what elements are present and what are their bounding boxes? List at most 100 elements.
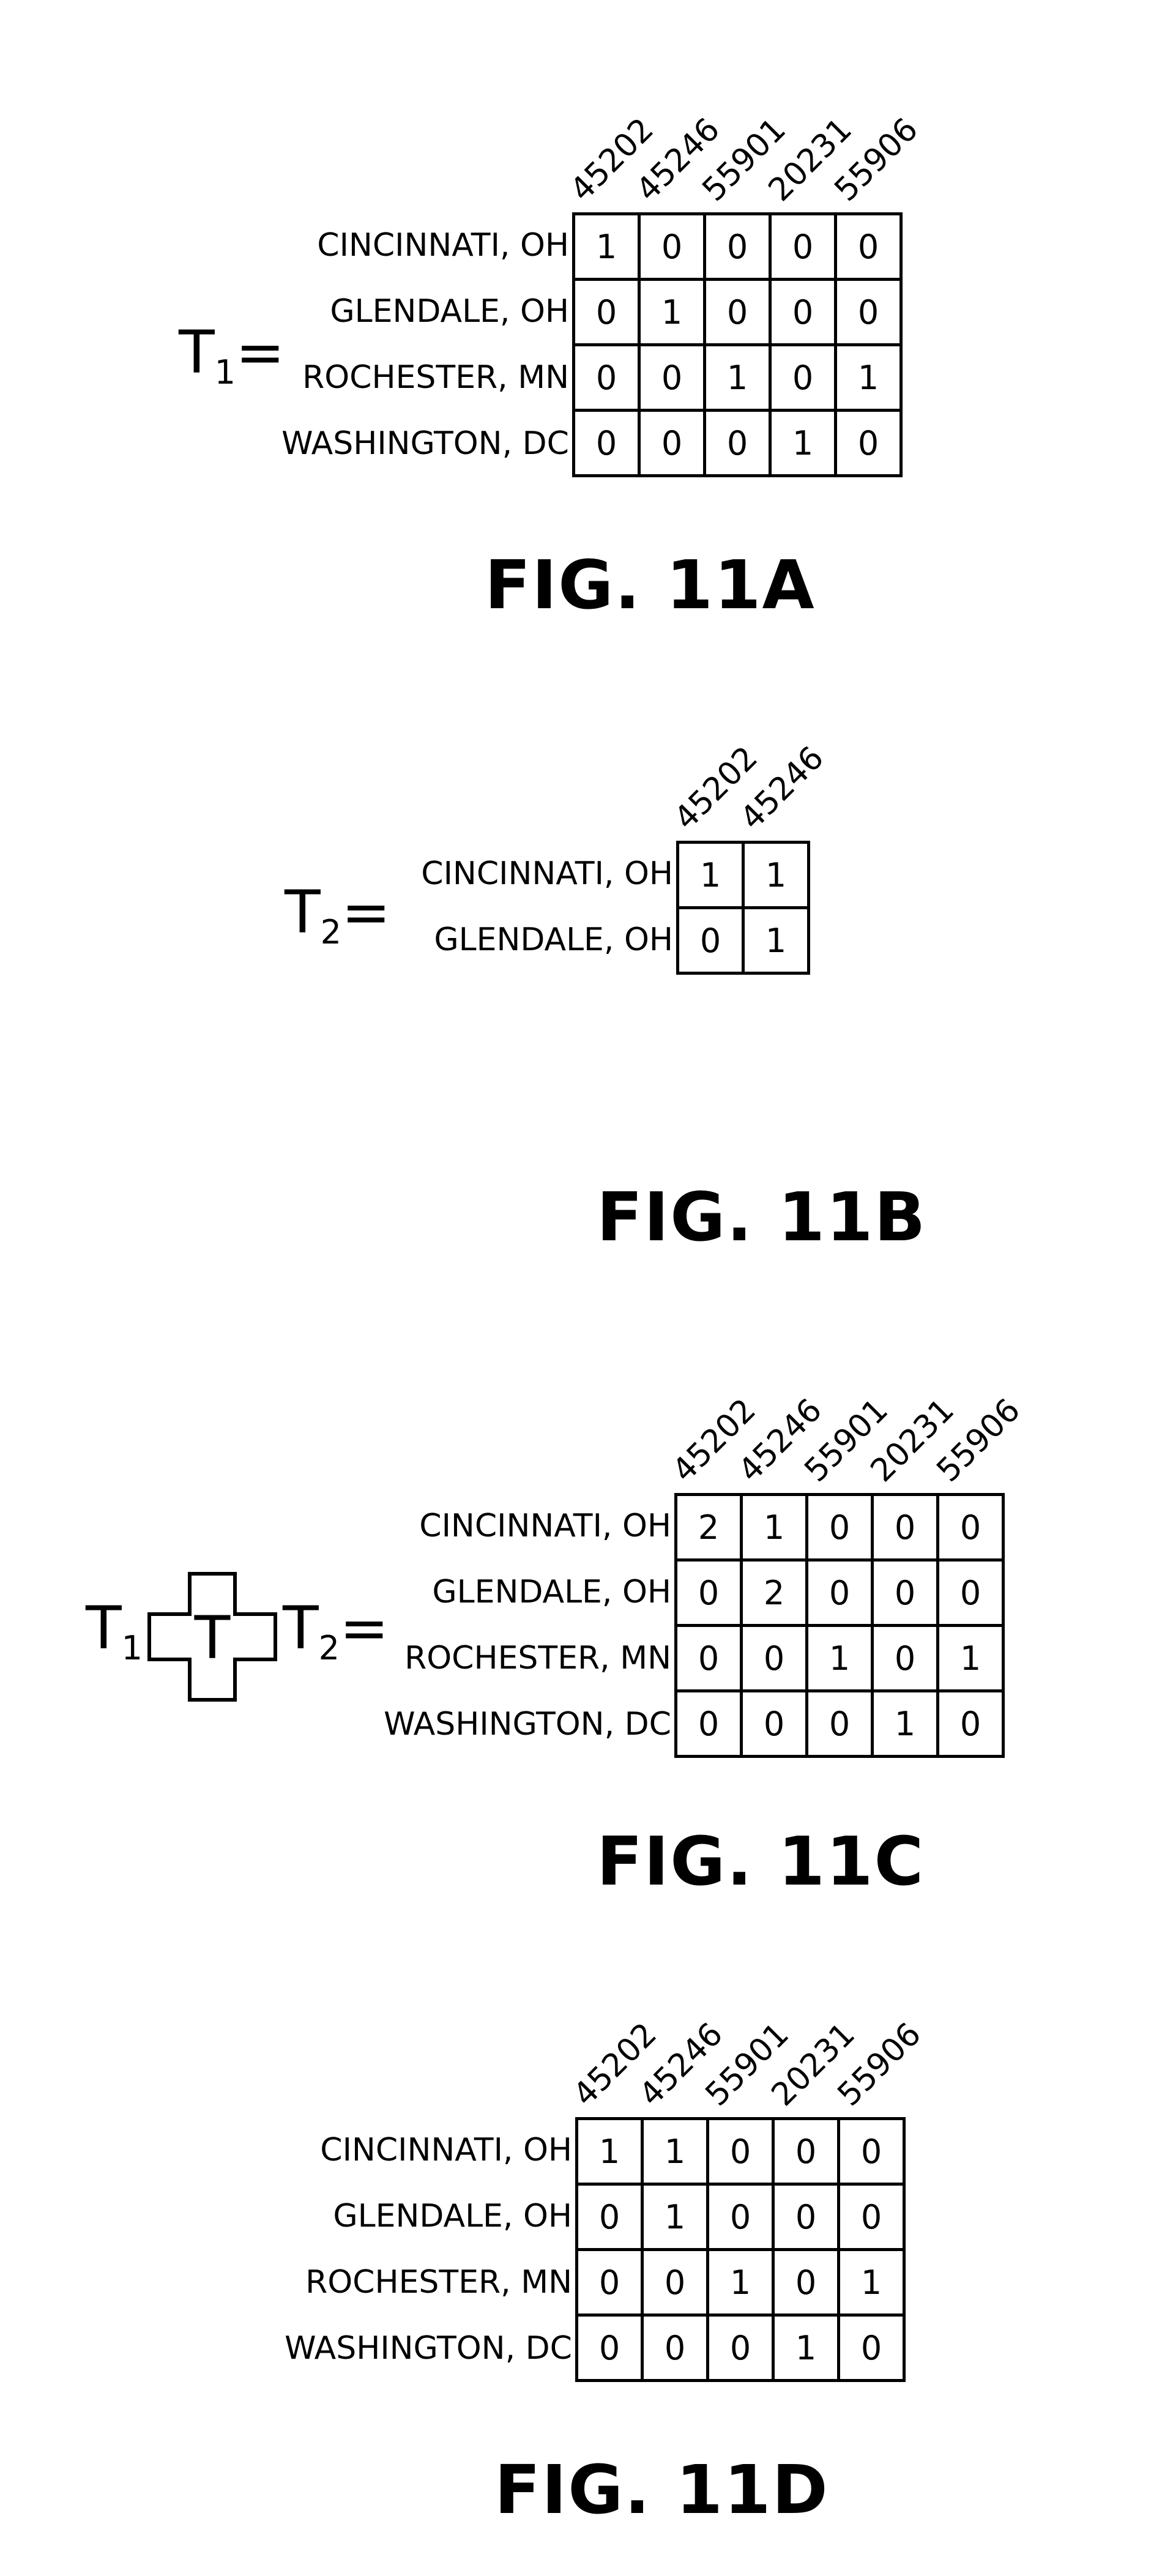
matrix-cell: 0 [703,409,772,477]
row-label: CINCINNATI, OH [421,855,673,892]
matrix-cell: 1 [572,212,641,281]
row-label: ROCHESTER, MN [305,2264,572,2301]
matrix-cell: 1 [575,2117,644,2186]
t1-operand: T1 [86,1594,143,1667]
matrix-cell: 0 [706,2314,775,2382]
matrix-cell: 1 [769,409,837,477]
operator-symbol: T [194,1604,231,1672]
row-label: WASHINGTON, DC [281,425,569,462]
row-label: ROCHESTER, MN [302,359,569,396]
matrix-cell: 0 [871,1493,939,1562]
matrix-cell: 0 [837,2314,906,2382]
matrix-cell: 0 [575,2183,644,2251]
caption-fig-11d: FIG. 11D [494,2451,829,2529]
matrix-cell: 0 [706,2117,775,2186]
matrix-cell: 0 [834,278,903,346]
row-label: CINCINNATI, OH [317,227,569,264]
row-label: CINCINNATI, OH [419,1508,671,1544]
matrix-cell: 0 [936,1558,1005,1627]
matrix-cell: 0 [674,1558,743,1627]
matrix-cell: 0 [572,409,641,477]
matrix-cell: 0 [936,1493,1005,1562]
matrix-cell: 1 [641,2183,709,2251]
matrix-cell: 0 [834,409,903,477]
matrix-cell: 0 [676,906,745,975]
matrix-cell: 0 [740,1689,808,1758]
matrix-cell: 0 [638,212,706,281]
cross-operator-icon: T [147,1572,277,1702]
t2-operand: T2= [283,1594,389,1667]
matrix-cell: 0 [805,1493,874,1562]
matrix-cell: 2 [674,1493,743,1562]
matrix-cell: 1 [837,2248,906,2317]
matrix-cell: 0 [674,1624,743,1692]
matrix-cell: 0 [703,278,772,346]
row-label: GLENDALE, OH [330,293,569,330]
row-label: GLENDALE, OH [333,2198,572,2235]
matrix-cell: 0 [834,212,903,281]
matrix-cell: 0 [837,2183,906,2251]
caption-fig-11a: FIG. 11A [485,546,816,624]
matrix-cell: 1 [740,1493,808,1562]
t1-label: T1= [179,318,285,392]
t2-label: T2= [285,878,391,951]
matrix-cell: 1 [834,343,903,412]
row-label: GLENDALE, OH [432,1574,671,1610]
matrix-cell: 0 [641,2314,709,2382]
matrix-cell: 0 [706,2183,775,2251]
matrix-cell: 1 [772,2314,840,2382]
matrix-cell: 0 [772,2117,840,2186]
matrix-cell: 0 [936,1689,1005,1758]
row-label: CINCINNATI, OH [320,2132,572,2168]
matrix-cell: 0 [575,2248,644,2317]
matrix-cell: 0 [769,278,837,346]
row-label: ROCHESTER, MN [404,1640,671,1677]
matrix-cell: 0 [769,343,837,412]
matrix-cell: 1 [936,1624,1005,1692]
caption-fig-11b: FIG. 11B [597,1178,927,1256]
matrix-cell: 1 [676,841,745,909]
matrix-cell: 1 [706,2248,775,2317]
matrix-cell: 0 [772,2248,840,2317]
matrix-cell: 1 [742,906,810,975]
matrix-cell: 0 [641,2248,709,2317]
matrix-cell: 0 [772,2183,840,2251]
matrix-cell: 0 [769,212,837,281]
matrix-cell: 0 [575,2314,644,2382]
matrix-cell: 2 [740,1558,808,1627]
matrix-cell: 0 [871,1624,939,1692]
matrix-cell: 0 [638,343,706,412]
matrix-cell: 0 [703,212,772,281]
row-label: WASHINGTON, DC [285,2330,572,2367]
caption-fig-11c: FIG. 11C [597,1822,925,1900]
matrix-cell: 0 [674,1689,743,1758]
matrix-cell: 1 [638,278,706,346]
matrix-cell: 1 [871,1689,939,1758]
matrix-cell: 0 [572,278,641,346]
matrix-cell: 1 [805,1624,874,1692]
matrix-cell: 0 [572,343,641,412]
matrix-cell: 0 [638,409,706,477]
matrix-cell: 0 [805,1558,874,1627]
row-label: GLENDALE, OH [434,921,673,958]
matrix-cell: 0 [805,1689,874,1758]
matrix-cell: 1 [641,2117,709,2186]
